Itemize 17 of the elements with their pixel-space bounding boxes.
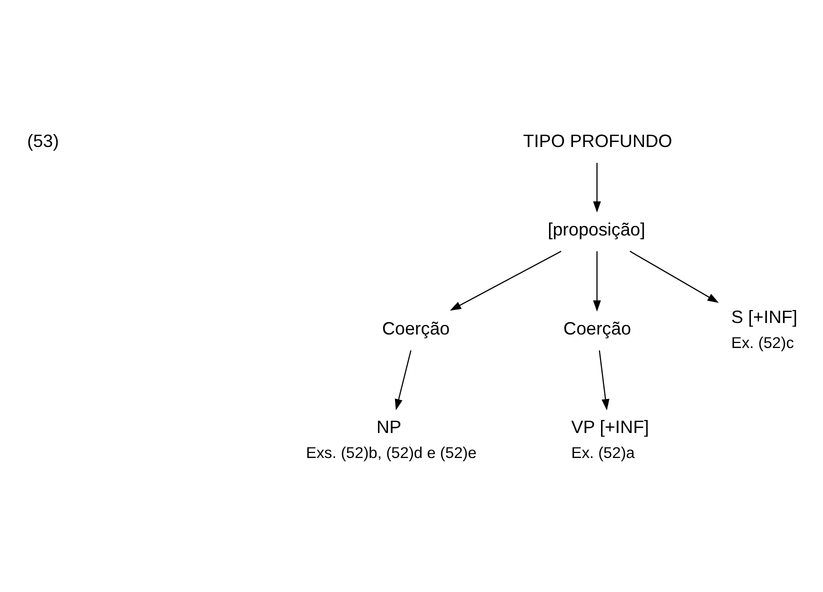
arrow [394,350,412,410]
node-text: [proposição] [548,218,646,239]
node-text: TIPO PROFUNDO [523,130,672,150]
node-label: Ex. (52)a [571,444,635,462]
node-text: Coerção [382,318,450,338]
node-label: Exs. (52)b, (52)d e (52)e [306,444,477,462]
arrow [598,350,610,410]
arrow [630,250,719,302]
arrow [450,250,562,310]
node-text: S [+INF] [731,306,798,327]
label: (53) [27,130,59,150]
arrow [593,162,601,212]
node-text: VP [+INF] [571,416,649,436]
node-text: NP [376,416,402,436]
node-label: Ex. (52)c [731,334,794,352]
arrow [593,250,601,312]
node-text: Coerção [563,318,632,338]
